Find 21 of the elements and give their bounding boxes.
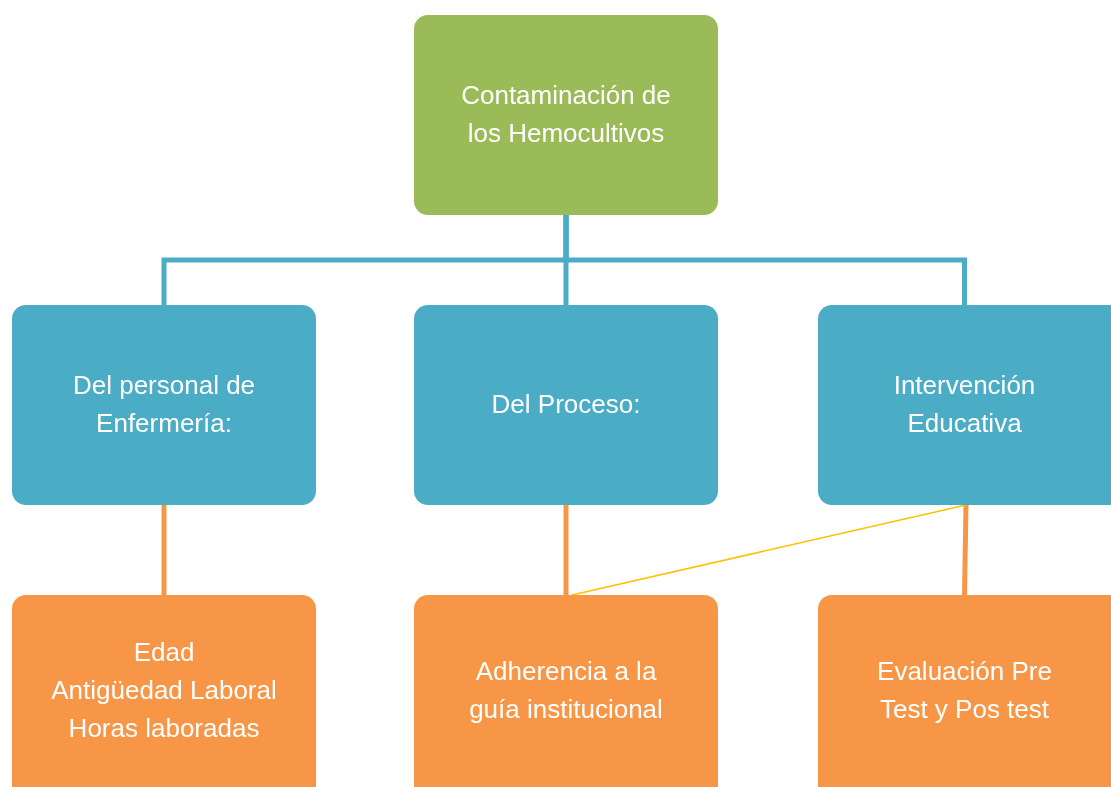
category-box — [818, 595, 1111, 787]
box-text: Edad — [133, 636, 195, 670]
connector-line — [571, 504, 967, 596]
root-box — [414, 15, 718, 215]
category-box — [414, 305, 718, 505]
box-text: Adherencia a la guía institucional — [468, 655, 664, 726]
category-box — [12, 595, 316, 787]
box-text: Del Proceso: — [491, 388, 641, 422]
box-text: Contaminación de los Hemocultivos — [460, 79, 672, 150]
box-text: Antigüedad Laboral — [51, 674, 277, 708]
connector-line — [962, 504, 969, 596]
connector-line — [161, 505, 167, 595]
box-text: Evaluación Pre Test y Pos test — [876, 655, 1053, 726]
box-text: Intervención Educativa — [892, 369, 1037, 440]
connector-line — [563, 505, 569, 595]
category-box — [12, 305, 316, 505]
box-text: Horas laboradas — [68, 711, 260, 745]
category-box — [818, 305, 1111, 505]
connector-line — [563, 215, 967, 305]
category-box — [414, 595, 718, 787]
box-text: Del personal de Enfermería: — [71, 369, 257, 440]
